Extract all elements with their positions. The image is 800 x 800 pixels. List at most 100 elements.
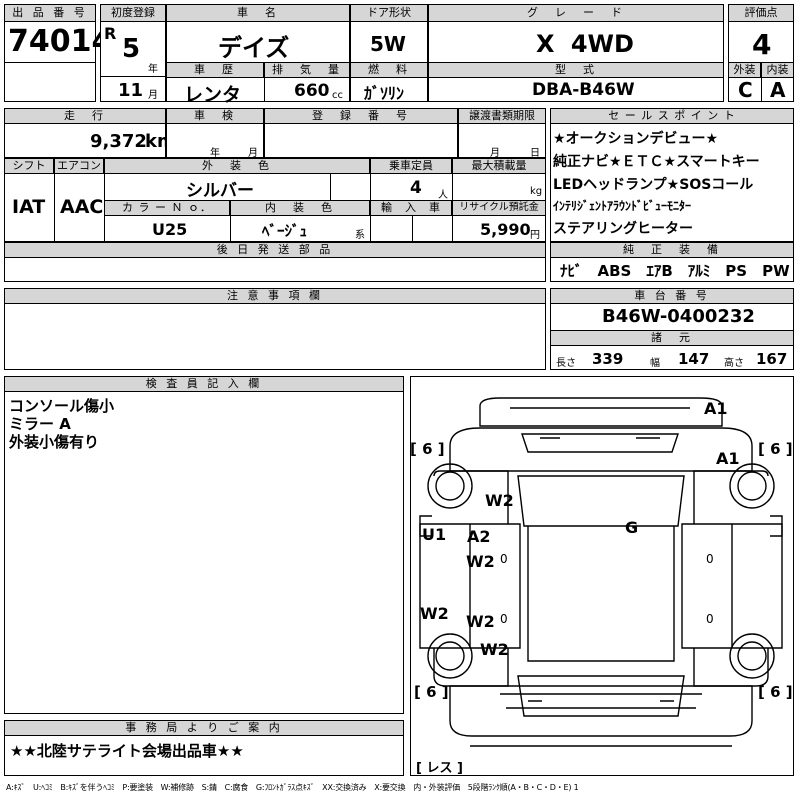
displacement: 660 — [294, 81, 330, 101]
legend: A:ｷｽﾞ U:ﾍｺﾐ B:ｷｽﾞを伴うﾍｺﾐ P:要塗装 W:補修跡 S:錆 … — [6, 783, 579, 792]
tire-rl: [ 6 ] — [414, 683, 449, 701]
inspection-label: 車 検 — [166, 108, 264, 124]
equipment-label: 純 正 装 備 — [550, 242, 794, 258]
int-label: 内装 — [761, 62, 794, 78]
recycle-label: リサイクル預託金 — [452, 200, 546, 216]
mark-g: G — [625, 518, 639, 537]
score: 4 — [752, 28, 772, 61]
diagram-box — [410, 376, 794, 776]
reg-no-label: 登 録 番 号 — [264, 108, 458, 124]
load-label: 最大積載量 — [452, 158, 546, 174]
insp-year-unit: 年 — [210, 148, 220, 159]
lot-number: 74014 — [8, 24, 113, 59]
chassis-label: 車 台 番 号 — [550, 288, 794, 304]
displacement-unit: cc — [332, 90, 343, 101]
length: 339 — [592, 350, 624, 368]
fuel: ｶﾞｿﾘﾝ — [364, 84, 405, 103]
lot-label: 出 品 番 号 — [4, 4, 96, 22]
color-no: U25 — [152, 220, 188, 239]
recycle: 5,990 — [480, 220, 531, 239]
sales-line-5: ステアリングヒーター — [553, 221, 693, 237]
mark-w2-mid2: W2 — [466, 612, 495, 631]
length-label: 長さ — [556, 358, 576, 369]
shift: IAT — [12, 196, 46, 218]
color-no-label: カ ラ ー Ｎ ｏ． — [104, 200, 230, 216]
seat-mark-1: 0 — [500, 552, 508, 566]
equipment: ﾅﾋﾞ ABS ｴｱB ｱﾙﾐ PS PW — [560, 262, 790, 280]
inspector-label: 検 査 員 記 入 欄 — [4, 376, 404, 392]
model: DBA-B46W — [532, 80, 635, 100]
score-label: 評価点 — [728, 4, 794, 22]
office-note: ★★北陸サテライト会場出品車★★ — [10, 742, 244, 760]
mark-w2-mid1: W2 — [466, 552, 495, 571]
door-label: ドア形状 — [350, 4, 428, 22]
mileage-label: 走 行 — [4, 108, 166, 124]
notes-label: 注 意 事 項 欄 — [4, 288, 546, 304]
sales-line-3: LEDヘッドランプ★SOSコール — [553, 177, 754, 193]
grade-label: グ レ ー ド — [428, 4, 724, 22]
grade: X 4WD — [536, 30, 634, 58]
tire-fr: [ 6 ] — [758, 440, 793, 458]
month-unit: 月 — [148, 90, 158, 101]
reg-month: 11 — [118, 80, 144, 101]
sales-box — [550, 108, 794, 242]
inspector-box — [4, 376, 404, 714]
reg-year: 5 — [122, 34, 141, 64]
import-label: 輸 入 車 — [370, 200, 452, 216]
era: R — [104, 24, 117, 43]
seat-mark-2: 0 — [500, 612, 508, 626]
width-label: 幅 — [650, 358, 660, 369]
int-color-label: 内 装 色 — [230, 200, 370, 216]
capacity-unit: 人 — [438, 190, 448, 201]
exterior-color: シルバー — [186, 181, 254, 201]
width: 147 — [678, 350, 710, 368]
mark-u1: U1 — [422, 525, 447, 544]
tire-fl: [ 6 ] — [410, 440, 445, 458]
height: 167 — [756, 350, 788, 368]
car-diagram — [419, 397, 783, 747]
int-grade: A — [770, 78, 786, 102]
ext-label: 外装 — [728, 62, 761, 78]
spare-tire: [ レス ] — [416, 761, 463, 776]
height-label: 高さ — [724, 358, 744, 369]
mark-w2-side: W2 — [420, 604, 449, 623]
mark-w2-rear: W2 — [480, 640, 509, 659]
mark-a1-top: A1 — [704, 399, 728, 418]
int-color: ﾍﾞｰｼﾞｭ — [262, 222, 308, 240]
sales-line-1: ★オークションデビュー★ — [553, 131, 719, 147]
ac-label: エアコン — [54, 158, 104, 174]
mark-a2: A2 — [467, 527, 491, 546]
insp-month-unit: 月 — [248, 148, 258, 159]
sales-label: セ ー ル ス ポ イ ン ト — [550, 108, 794, 124]
transfer-month-unit: 月 — [490, 148, 500, 159]
transfer-day-unit: 日 — [530, 148, 540, 159]
seat-mark-4: 0 — [706, 612, 714, 626]
first-reg-label: 初度登録 — [100, 4, 166, 22]
shift-label: シフト — [4, 158, 54, 174]
dims-label: 諸 元 — [550, 330, 794, 346]
ext-grade: C — [738, 78, 753, 102]
transfer-label: 譲渡書類期限 — [458, 108, 546, 124]
ac: AAC — [60, 196, 104, 218]
car-name: デイズ — [218, 34, 290, 62]
later-parts-label: 後 日 発 送 部 品 — [4, 242, 546, 258]
tire-rr: [ 6 ] — [758, 683, 793, 701]
capacity: 4 — [410, 178, 422, 198]
displacement-label: 排 気 量 — [264, 62, 350, 78]
door-type: 5W — [370, 32, 406, 56]
inspector-line-2: ミラー A — [9, 415, 71, 433]
mileage: 9,372 — [90, 131, 147, 152]
history-label: 車 歴 — [166, 62, 264, 78]
recycle-unit: 円 — [530, 230, 540, 241]
year-unit: 年 — [148, 64, 158, 75]
load-unit: kg — [530, 186, 543, 197]
sales-line-4: ｲﾝﾃﾘｼﾞｪﾝﾄｱﾗｳﾝﾄﾞﾋﾞｭｰﾓﾆﾀｰ — [553, 199, 692, 213]
chassis-number: B46W-0400232 — [602, 306, 755, 327]
name-label: 車 名 — [166, 4, 350, 22]
model-label: 型 式 — [428, 62, 724, 78]
capacity-label: 乗車定員 — [370, 158, 452, 174]
office-label: 事 務 局 よ り ご 案 内 — [4, 720, 404, 736]
mark-w2-front: W2 — [485, 491, 514, 510]
inspector-line-3: 外装小傷有り — [9, 433, 100, 451]
int-color-unit: 系 — [355, 230, 365, 241]
